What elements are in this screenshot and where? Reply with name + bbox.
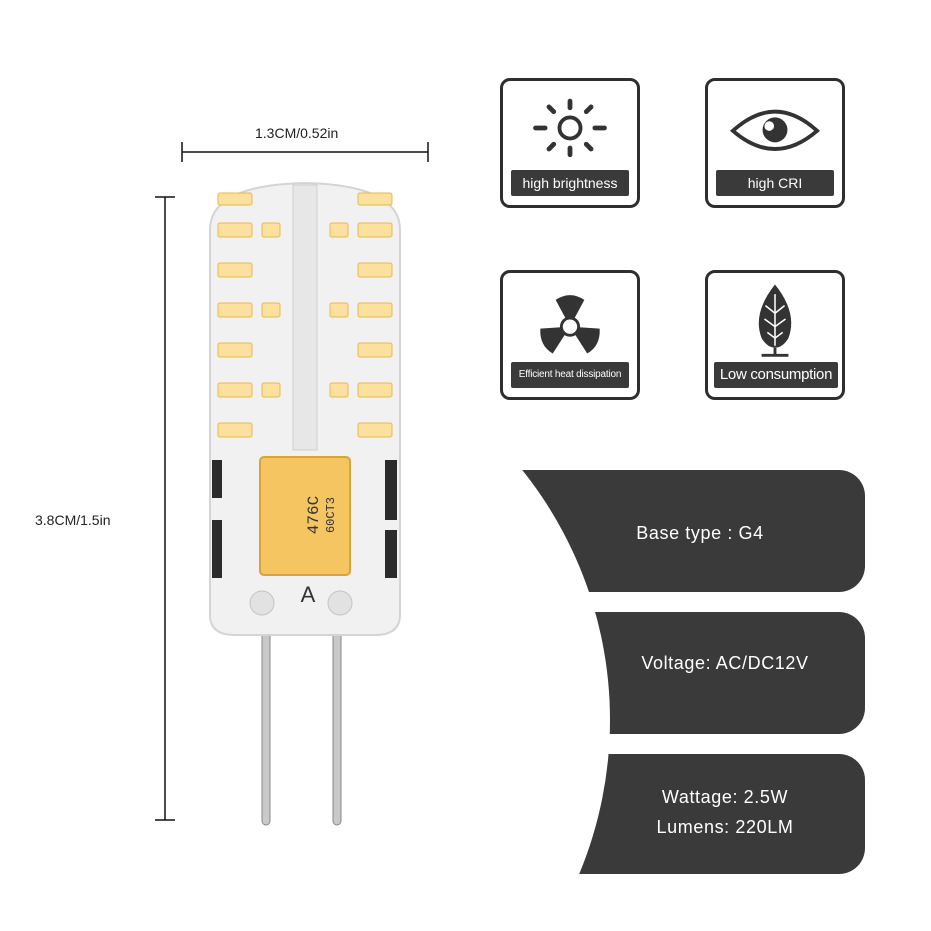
sun-icon <box>533 98 607 158</box>
bulb-pins <box>261 614 342 826</box>
spec-lumens: Lumens: 220LM <box>656 817 794 837</box>
spec-power: Wattage: 2.5W Lumens: 220LM <box>600 782 850 842</box>
fan-icon <box>540 295 600 354</box>
feature-tile-heat: Efficient heat dissipation <box>500 270 640 400</box>
height-dimension-label: 3.8CM/1.5in <box>35 512 111 528</box>
smd-components <box>212 460 397 578</box>
spec-voltage: Voltage: AC/DC12V <box>641 653 809 673</box>
feature-label: Efficient heat dissipation <box>511 362 629 388</box>
feature-tile-consumption: Low consumption <box>705 270 845 400</box>
spec-wattage: Wattage: 2.5W <box>661 787 789 807</box>
capacitor <box>259 456 351 576</box>
feature-label: high CRI <box>716 170 834 196</box>
spec-base-type: Base type : G4 <box>636 523 764 543</box>
capacitor-label-2: 60CT3 <box>324 497 338 533</box>
width-dimension-label: 1.3CM/0.52in <box>255 125 339 141</box>
bulb-stem <box>292 184 318 451</box>
eye-icon <box>729 109 821 151</box>
leaf-icon <box>758 284 792 357</box>
feature-tile-brightness: high brightness <box>500 78 640 208</box>
led-chips <box>217 192 393 438</box>
board-mark: A <box>301 582 316 607</box>
feature-label: high brightness <box>511 170 629 196</box>
capacitor-label-1: 476C <box>305 496 323 534</box>
feature-tile-cri: high CRI <box>705 78 845 208</box>
g4-bulb-illustration: 476C 60CT3 A <box>209 181 401 826</box>
feature-label: Low consumption <box>714 362 838 388</box>
